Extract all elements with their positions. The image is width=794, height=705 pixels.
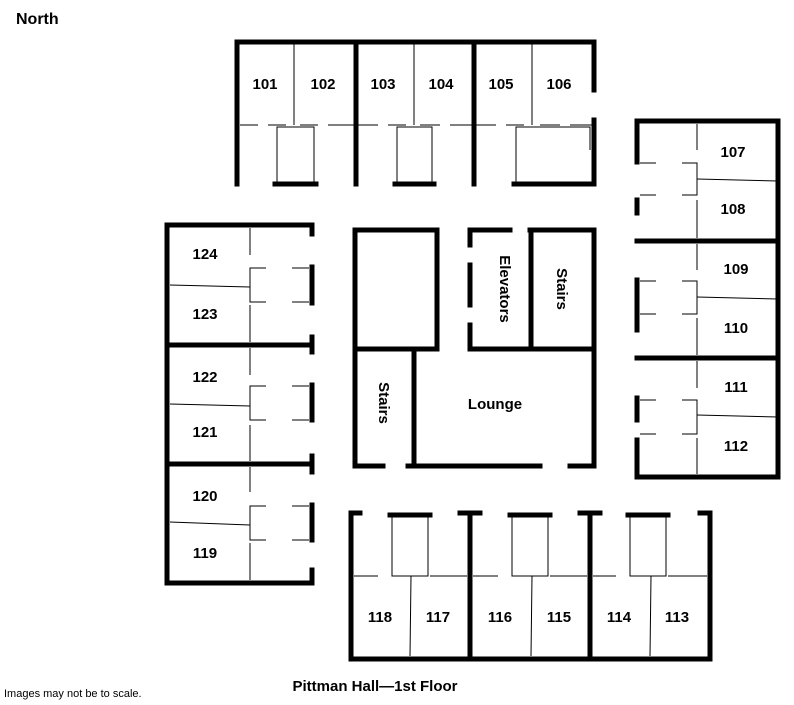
room-labels: 101 102 103 104 105 106 107 108 109 110 … — [192, 76, 748, 626]
elevators-label: Elevators — [496, 255, 513, 323]
south-wing — [348, 510, 713, 662]
room-label-122: 122 — [192, 369, 217, 386]
room-label-113: 113 — [665, 609, 689, 626]
room-label-116: 116 — [488, 609, 512, 626]
stairs-east-label: Stairs — [553, 268, 570, 310]
east-wing — [634, 118, 781, 480]
room-label-102: 102 — [310, 76, 335, 93]
room-label-111: 111 — [724, 379, 747, 396]
room-label-117: 117 — [426, 609, 450, 626]
room-label-110: 110 — [724, 320, 748, 337]
room-label-105: 105 — [488, 76, 513, 93]
orientation-label: North — [16, 11, 59, 28]
room-label-106: 106 — [546, 76, 571, 93]
room-label-107: 107 — [720, 144, 745, 161]
room-label-115: 115 — [547, 609, 571, 626]
room-label-118: 118 — [368, 609, 392, 626]
north-wing — [234, 39, 597, 187]
central-core — [352, 227, 597, 469]
room-label-103: 103 — [370, 76, 395, 93]
room-label-121: 121 — [192, 424, 217, 441]
room-label-112: 112 — [724, 438, 748, 455]
west-wing — [164, 222, 315, 586]
room-label-124: 124 — [192, 246, 218, 263]
room-label-108: 108 — [720, 201, 745, 218]
stairs-west-label: Stairs — [375, 382, 392, 424]
room-label-114: 114 — [607, 609, 632, 626]
scale-footnote: Images may not be to scale. — [4, 688, 142, 700]
room-label-119: 119 — [193, 545, 217, 562]
room-label-120: 120 — [192, 488, 217, 505]
room-label-101: 101 — [252, 76, 277, 93]
room-label-109: 109 — [723, 261, 748, 278]
room-label-123: 123 — [192, 306, 217, 323]
lounge-label: Lounge — [468, 396, 522, 413]
room-label-104: 104 — [428, 76, 454, 93]
floor-title: Pittman Hall—1st Floor — [292, 678, 458, 695]
